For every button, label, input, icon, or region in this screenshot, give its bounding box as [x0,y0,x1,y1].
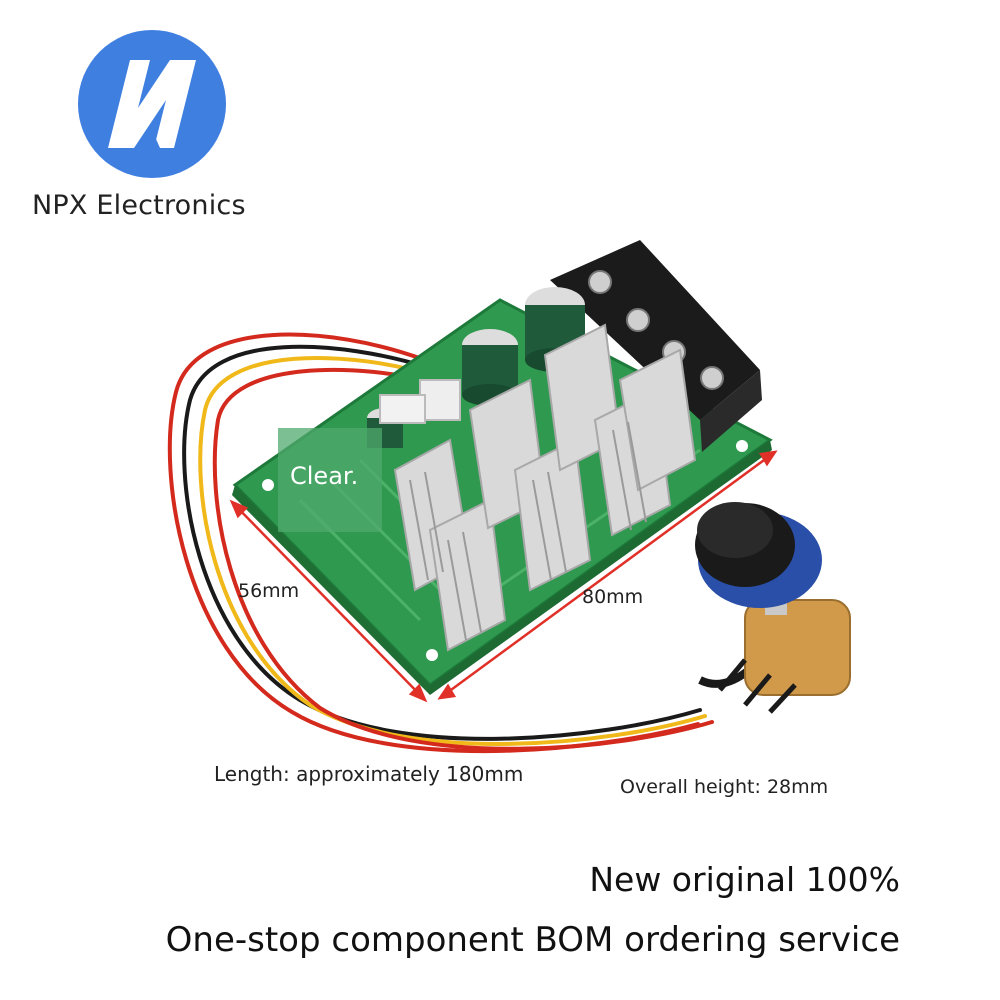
tagline-bom-service: One-stop component BOM ordering service [165,920,900,960]
brand-name: NPX Electronics [32,190,246,221]
width-dimension-label: 56mm [238,580,300,602]
overall-height-label: Overall height: 28mm [620,776,829,798]
npx-logo-icon [78,30,226,178]
potentiometer [695,502,851,714]
cable-length-label: Length: approximately 180mm [214,762,524,786]
text-overlay-box [278,428,382,532]
length-dimension-label: 80mm [582,586,644,608]
tagline-original: New original 100% [589,860,900,899]
overlay-text: Clear. [290,462,359,490]
terminal-block [550,240,762,452]
